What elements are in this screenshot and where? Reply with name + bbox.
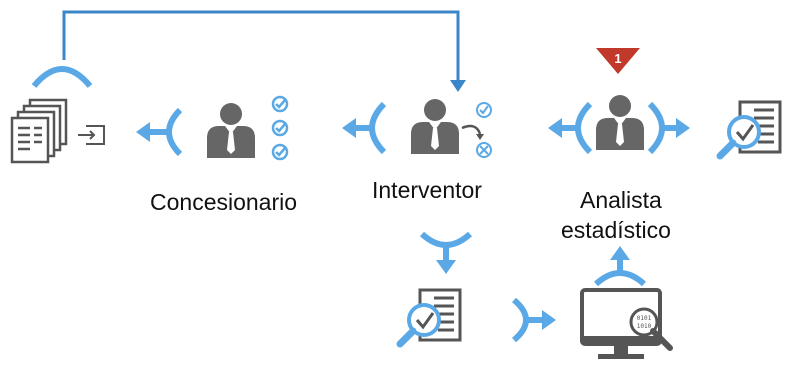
search-document-icon (400, 290, 460, 344)
status-badge: 1 (596, 48, 640, 74)
person-decision-icon (411, 99, 492, 158)
arrow-concesionario-to-docs (136, 107, 183, 157)
badge-number: 1 (614, 51, 621, 66)
svg-text:1010: 1010 (637, 323, 652, 330)
documents-export-icon (10, 98, 105, 164)
search-document-icon (720, 102, 780, 156)
person-analyst-icon (596, 95, 644, 150)
arrow-computer-to-analista (593, 246, 647, 287)
label-analista-line1: Analista (580, 187, 662, 213)
label-analista-line2: estadístico (561, 217, 671, 243)
arrow-search-to-computer (511, 297, 556, 343)
top-connector (62, 10, 460, 88)
arrow-analista-to-search (647, 101, 690, 155)
computer-analysis-icon: 0101 1010 (580, 288, 673, 359)
docs-top-arc (31, 66, 93, 88)
arrow-analista-to-interventor (548, 101, 593, 155)
label-concesionario: Concesionario (150, 189, 298, 215)
label-interventor: Interventor (372, 177, 482, 203)
arrow-interventor-down (419, 231, 473, 274)
top-connector-arrowhead (450, 80, 466, 92)
arrow-interventor-to-concesionario (342, 101, 387, 155)
person-checklist-icon (207, 95, 289, 161)
svg-text:0101: 0101 (637, 315, 652, 322)
